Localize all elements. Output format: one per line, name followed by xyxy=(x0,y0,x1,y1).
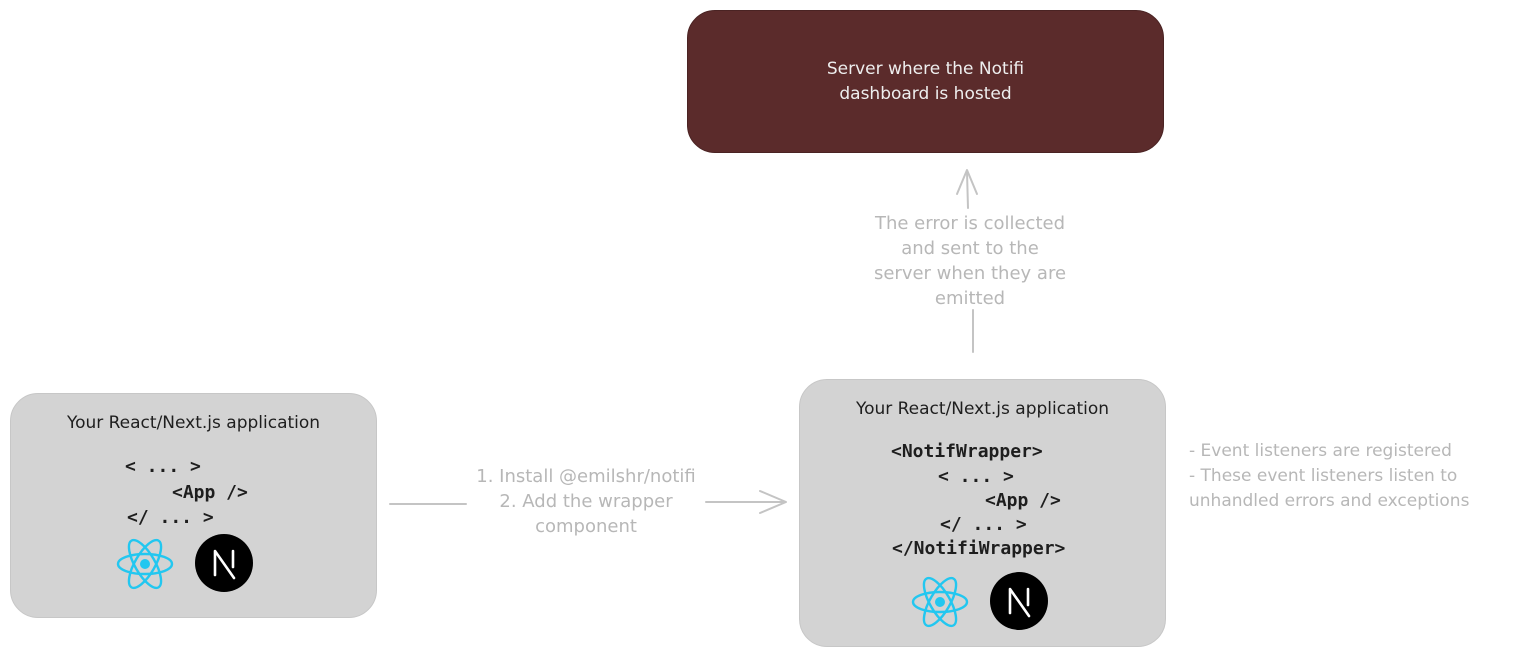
error-arrow-line-top xyxy=(966,171,969,209)
react-logo-icon xyxy=(116,538,174,590)
left-app-box: Your React/Next.js application < ... > <… xyxy=(10,393,377,618)
listener-note: - Event listeners are registered - These… xyxy=(1189,439,1469,514)
error-note: The error is collected and sent to the s… xyxy=(850,211,1090,311)
install-note-line-2: 2. Add the wrapper xyxy=(499,491,673,512)
error-note-line-2: and sent to the xyxy=(901,238,1039,259)
right-code-line-5: </NotifiWrapper> xyxy=(892,538,1066,559)
install-arrow-head xyxy=(759,490,787,514)
right-app-box: Your React/Next.js application <NotifWra… xyxy=(799,379,1166,647)
left-app-title: Your React/Next.js application xyxy=(66,413,321,433)
right-code-line-3: <App /> xyxy=(985,490,1061,511)
install-note: 1. Install @emilshr/notifi 2. Add the wr… xyxy=(462,464,710,539)
left-code-line-2: <App /> xyxy=(172,482,248,503)
install-note-line-1: 1. Install @emilshr/notifi xyxy=(476,466,696,487)
error-note-line-1: The error is collected xyxy=(874,213,1066,234)
listener-note-line-3: unhandled errors and exceptions xyxy=(1189,491,1470,511)
error-arrow-head xyxy=(956,169,978,195)
nextjs-logo-icon xyxy=(195,534,253,592)
right-code-line-4: </ ... > xyxy=(940,514,1027,535)
listener-note-line-2: - These event listeners listen to xyxy=(1189,466,1458,486)
error-note-line-4: emitted xyxy=(934,288,1006,309)
nextjs-logo-icon xyxy=(990,572,1048,630)
error-note-line-3: server when they are xyxy=(873,263,1067,284)
react-logo-icon xyxy=(911,576,969,628)
right-code-line-2: < ... > xyxy=(938,466,1014,487)
left-code-line-1: < ... > xyxy=(125,456,201,477)
install-note-line-3: component xyxy=(535,516,637,537)
left-code-line-3: </ ... > xyxy=(127,507,214,528)
server-box: Server where the Notifi dashboard is hos… xyxy=(687,10,1164,153)
listener-note-line-1: - Event listeners are registered xyxy=(1189,441,1452,461)
right-code-line-1: <NotifWrapper> xyxy=(891,441,1043,462)
server-label-line-2: dashboard is hosted xyxy=(839,84,1012,104)
right-app-title: Your React/Next.js application xyxy=(855,399,1110,419)
server-label-line-1: Server where the Notifi xyxy=(826,59,1025,79)
server-label: Server where the Notifi dashboard is hos… xyxy=(688,57,1163,107)
